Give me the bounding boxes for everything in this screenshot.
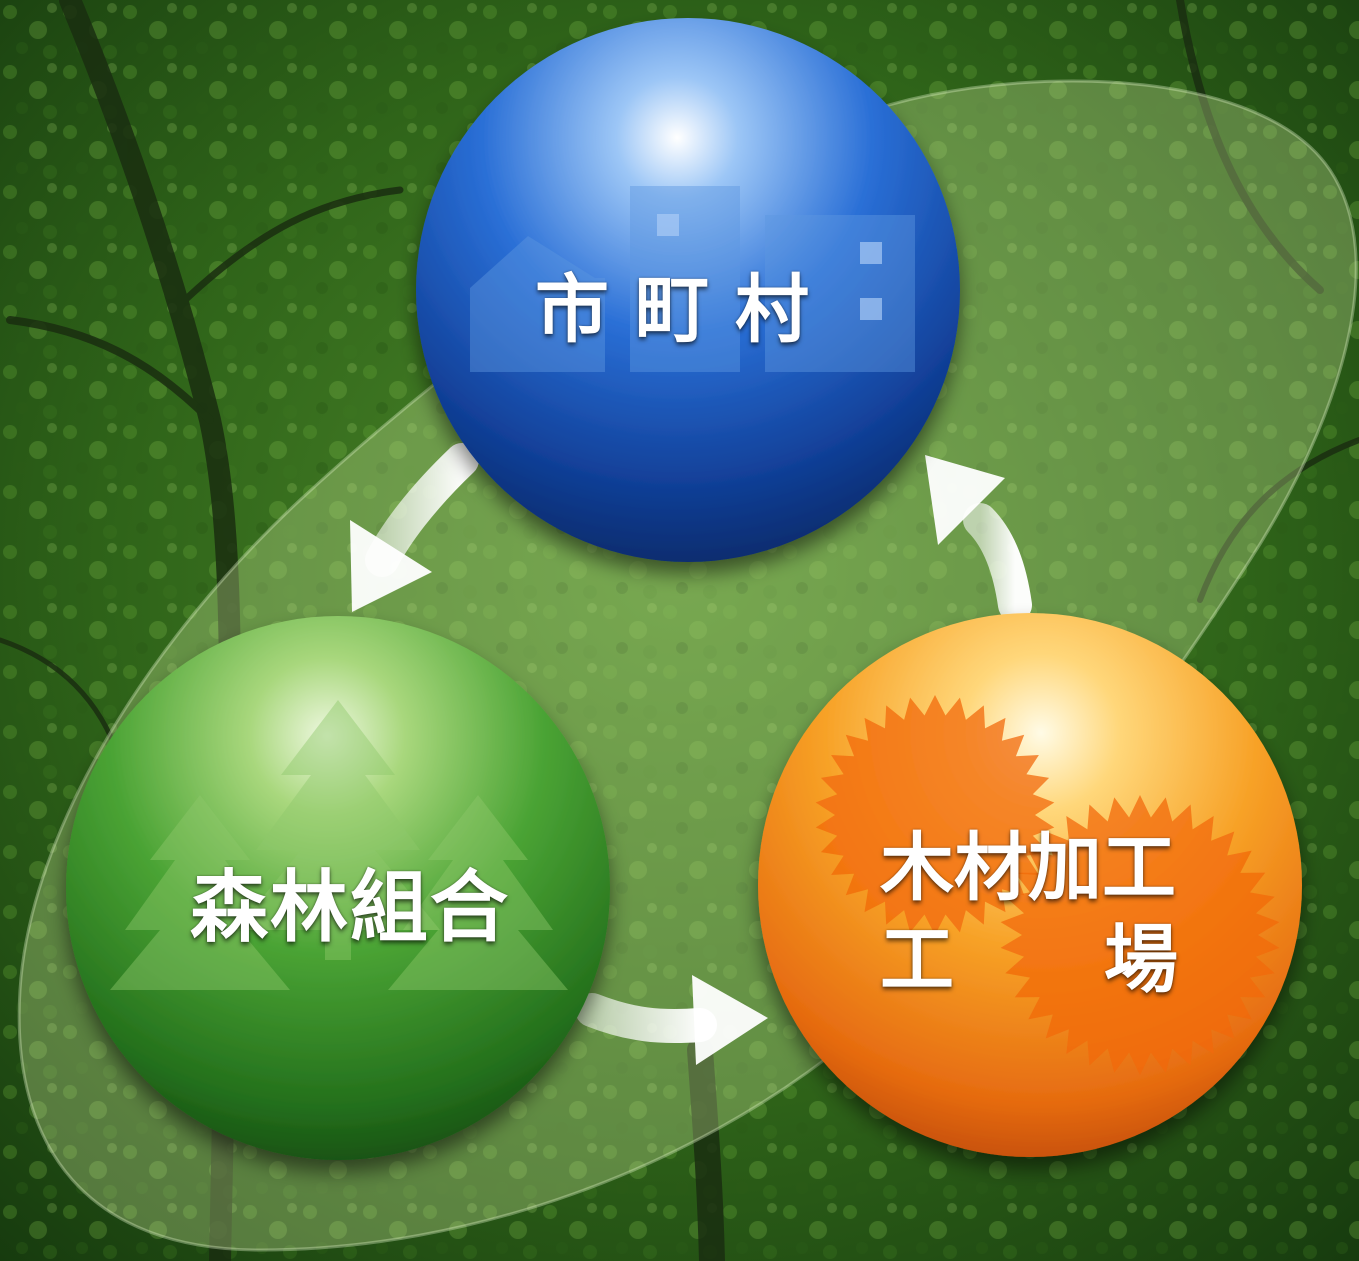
arrow-municipality-to-forest	[350, 443, 479, 612]
saw-blade-icon	[815, 695, 1055, 935]
node-municipality	[416, 18, 960, 562]
saw-blade-icon	[1000, 795, 1280, 1075]
node-forest-union	[66, 616, 610, 1160]
arrow-forest-to-mill	[575, 975, 768, 1065]
trees-icon	[110, 700, 568, 990]
saw-blade-icon	[815, 695, 1280, 1075]
buildings-icon	[470, 186, 915, 372]
arrow-mill-to-municipality	[925, 455, 1032, 622]
node-lumber-mill	[758, 613, 1302, 1157]
